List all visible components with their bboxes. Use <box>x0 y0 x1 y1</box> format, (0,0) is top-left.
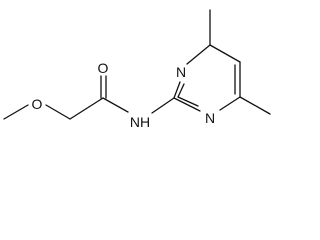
ring-bond-c-right-lower-n-bottom <box>219 96 241 111</box>
ring-bond-n-top-c-top <box>186 44 211 65</box>
bonds <box>3 9 271 120</box>
ring-nitrogen-top-label: N <box>176 64 186 80</box>
amide-nitrogen-label: NH <box>130 114 150 130</box>
carbonyl-oxygen-label: O <box>98 60 109 76</box>
ring-bond-c-top-c-right-upper <box>209 44 241 63</box>
bond-methyl-to-methoxy-oxygen <box>3 104 29 120</box>
chemical-structure: O O NH N N <box>3 9 271 130</box>
bond-carbonyl-carbon-to-nh <box>102 97 129 113</box>
ring-bond-c2-n-top-inner <box>177 83 185 98</box>
ring-bond-c2-n-top <box>173 81 181 99</box>
methoxy-oxygen-label: O <box>32 96 43 112</box>
bond-ch2-to-carbonyl-carbon <box>69 97 104 120</box>
ring-bond-n-bottom-c2-inner <box>177 96 199 107</box>
bond-nh-to-ring-carbon <box>151 97 175 114</box>
ring-bond-n-bottom-c2 <box>173 97 201 112</box>
molecule-canvas: O O NH N N <box>3 9 271 130</box>
ring-nitrogen-bottom-label: N <box>205 110 215 126</box>
bond-methoxy-oxygen-to-ch2 <box>45 104 71 120</box>
atom-labels: O O NH N N <box>32 60 216 130</box>
bond-bottom-methyl <box>239 96 271 115</box>
